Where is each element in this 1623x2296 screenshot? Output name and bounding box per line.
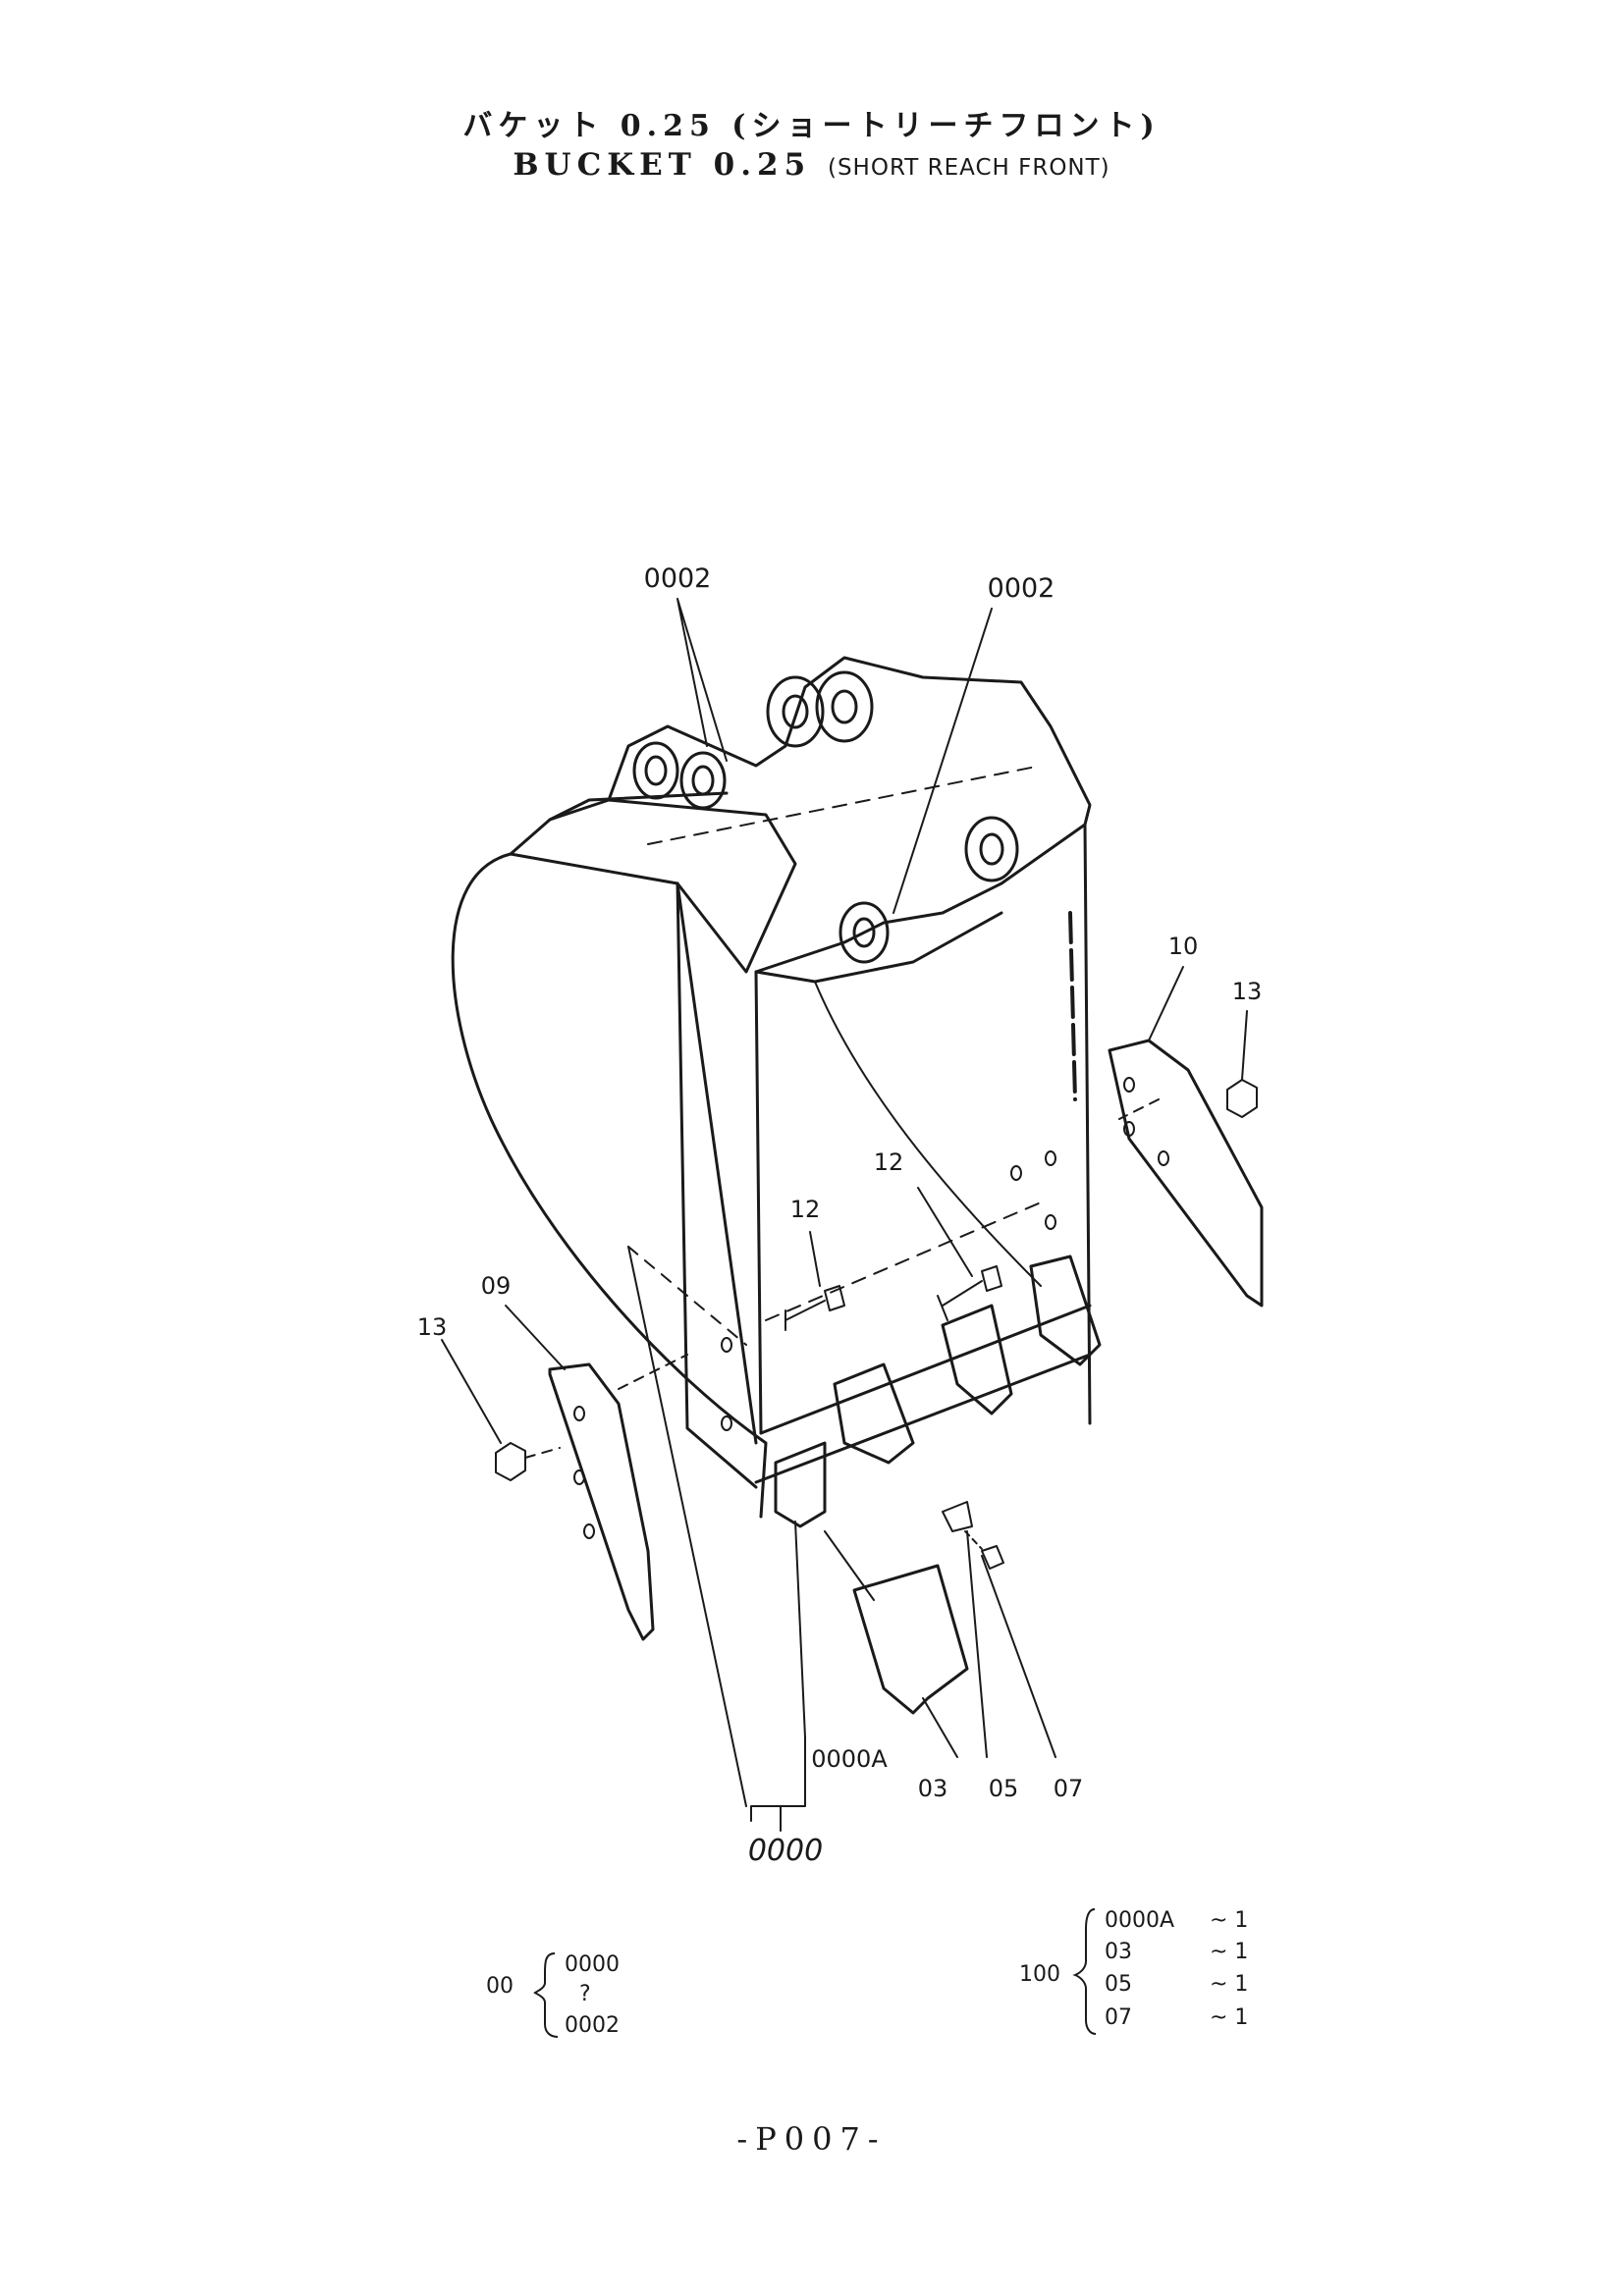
bucket-top-band (548, 791, 729, 822)
table-right-row-4-qty: ~ 1 (1210, 2005, 1248, 2030)
tooth-lock (981, 1545, 1004, 1570)
title-english-sub: (SHORT REACH FRONT) (827, 155, 1110, 181)
callout-lock: 07 (1054, 1775, 1084, 1802)
bolt-left (784, 1285, 845, 1331)
table-right-row-1-qty: ~ 1 (1210, 1908, 1248, 1933)
bucket-inner-line (814, 981, 1042, 1287)
callout-pin: 05 (989, 1775, 1019, 1802)
title-japanese: バケット 0.25 (ショートリーチフロント) (462, 109, 1161, 143)
callout-side-cutter-left: 09 (481, 1272, 512, 1300)
bucket-side-plate-left (509, 852, 758, 1445)
table-right-prefix: 100 (1019, 1962, 1060, 1987)
hidden-line-3 (647, 765, 1042, 845)
bolt-right (937, 1265, 1002, 1321)
tooth-exploded (852, 1564, 969, 1715)
bucket-front-edge (754, 970, 763, 1435)
bucket-bracket-inner (754, 911, 1003, 984)
table-right-row-4-part: 07 (1105, 2005, 1132, 2030)
table-left-row-3: 0002 (565, 2013, 620, 2038)
callout-side-cutter-right: 10 (1168, 933, 1199, 960)
table-right-row-2-part: 03 (1105, 1940, 1132, 1964)
title-english: BUCKET 0.25 (SHORT REACH FRONT) (0, 147, 1623, 183)
bucket-side-plate-right (1083, 823, 1092, 1425)
nut-right (1226, 1079, 1258, 1118)
table-left-row-1: 0000 (565, 1952, 620, 1977)
callout-tooth: 03 (918, 1775, 948, 1802)
title-english-main: BUCKET 0.25 (513, 147, 812, 183)
table-right-row-3-qty: ~ 1 (1210, 1972, 1248, 1997)
callout-tooth-assy: 0000A (811, 1745, 888, 1773)
table-left-prefix: 00 (486, 1974, 514, 1999)
bucket-cutting-edge (759, 1304, 1092, 1435)
bucket-side-plate-left-edge (676, 881, 758, 1489)
leader-lines (441, 598, 1248, 1832)
table-right-row-1-part: 0000A (1105, 1908, 1174, 1933)
callout-nut-left: 13 (417, 1313, 448, 1341)
lug-bosses (632, 670, 1019, 964)
callout-pin-right: 0002 (988, 573, 1055, 604)
table-right-row-2-qty: ~ 1 (1210, 1940, 1248, 1964)
side-plate-holes (721, 1150, 1056, 1431)
table-left-row-2: ? (579, 1982, 591, 2006)
tooth-pin (942, 1501, 973, 1532)
callout-pin-left: 0002 (644, 563, 712, 594)
bucket-cutting-edge-lower (754, 1353, 1092, 1484)
callout-bucket-assy: 0000 (748, 1834, 823, 1868)
hidden-line-4 (1068, 911, 1077, 1101)
hidden-line-1 (627, 1246, 747, 1346)
table-right-row-3-part: 05 (1105, 1972, 1132, 1997)
bucket-teeth (774, 1255, 1102, 1528)
side-cutter-right (1108, 1039, 1264, 1308)
bucket-top-panel (509, 798, 797, 974)
assembly-table-left: 00 0000 ? 0002 (486, 1952, 620, 2038)
hidden-line-2 (765, 1201, 1042, 1321)
bucket-bracket (607, 656, 1092, 974)
page-number: -P007- (736, 2120, 887, 2158)
callout-bolt-left: 12 (790, 1196, 821, 1223)
callout-bolt-right: 12 (874, 1148, 904, 1176)
side-cutter-left (548, 1362, 655, 1641)
assembly-table-right: 100 0000A ~ 1 03 ~ 1 05 ~ 1 07 ~ 1 (1019, 1908, 1248, 2035)
nut-left (495, 1442, 526, 1481)
callout-nut-right: 13 (1232, 978, 1263, 1005)
